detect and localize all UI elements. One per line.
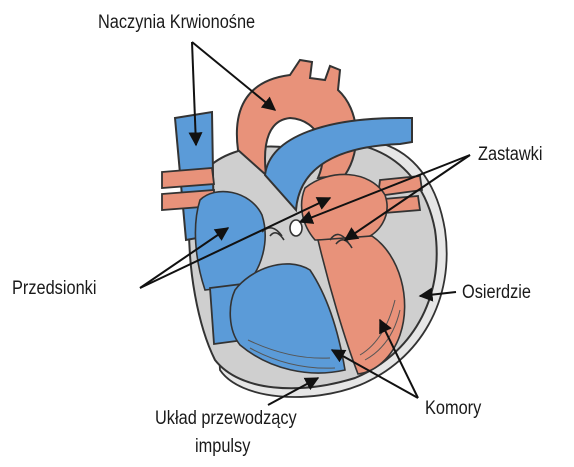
arrow-vessels-2	[192, 42, 275, 110]
label-vessels: Naczynia Krwionośne	[98, 12, 255, 34]
label-conduction-line2: impulsy	[195, 436, 250, 458]
label-ventricles: Komory	[425, 398, 481, 420]
label-conduction-line1: Układ przewodzący	[155, 408, 297, 430]
label-valves: Zastawki	[478, 144, 542, 166]
left-atrium	[302, 174, 387, 240]
label-pericardium: Osierdzie	[462, 282, 531, 304]
pulmonary-vein-upper	[162, 168, 214, 188]
label-atria: Przedsionki	[12, 278, 96, 300]
